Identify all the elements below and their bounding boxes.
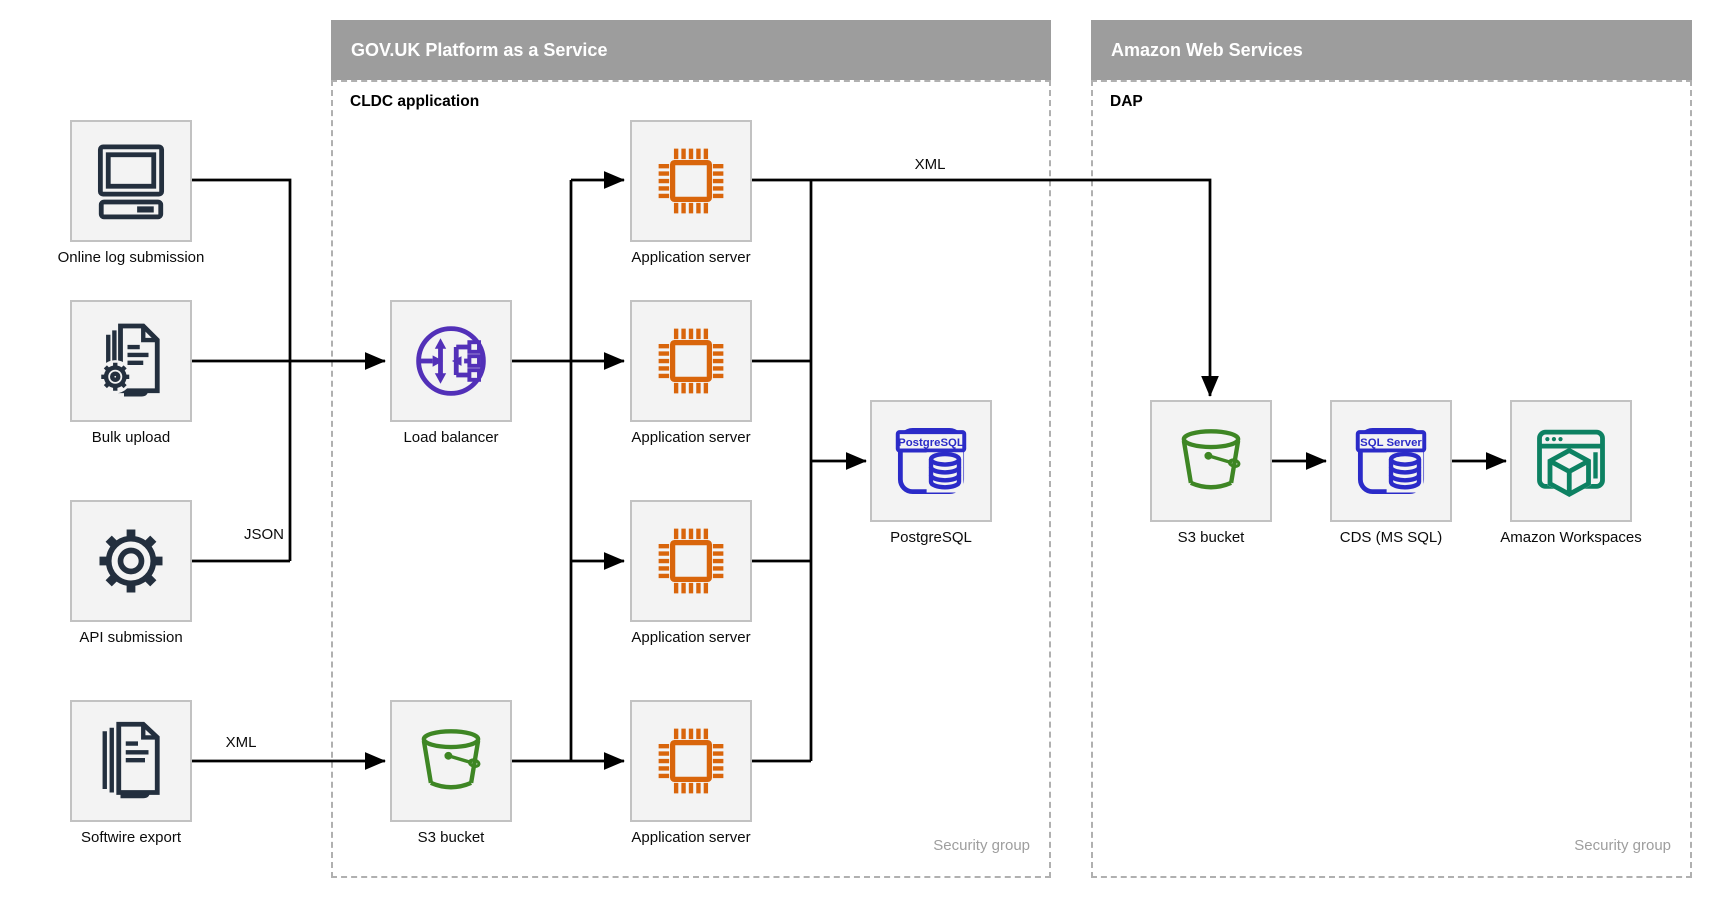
group-title: GOV.UK Platform as a Service (351, 40, 608, 60)
chip-icon (658, 328, 724, 394)
node-application-server-2: Application server (630, 300, 752, 446)
node-s3-bucket-aws: S3 bucket (1150, 400, 1272, 546)
node-box (630, 120, 752, 242)
edge-label-xml-bottom: XML (225, 734, 257, 751)
workspaces-icon (1537, 429, 1605, 497)
node-s3-bucket-paas: S3 bucket (390, 700, 512, 846)
database-icon: SQL Server (1355, 427, 1427, 495)
node-box (390, 700, 512, 822)
node-label: S3 bucket (417, 829, 485, 846)
node-softwire-export: Softwire export (70, 700, 192, 846)
node-load-balancer: Load balancer (390, 300, 512, 446)
node-postgresql: PostgreSQL PostgreSQL (870, 400, 992, 546)
node-label: Load balancer (403, 429, 499, 446)
node-label: Bulk upload (91, 429, 171, 446)
load-balancer-icon (416, 326, 486, 396)
gear-icon (99, 529, 163, 593)
node-box (630, 500, 752, 622)
document-gear-icon (98, 323, 160, 397)
computer-icon (97, 144, 165, 220)
edge-xml-to-aws-s3 (752, 178, 1219, 397)
edge-label-json: JSON (243, 526, 285, 543)
security-group-label: Security group (1574, 837, 1671, 854)
node-cds-ms-sql: SQL Server CDS (MS SQL) (1330, 400, 1452, 546)
group-header-govuk-paas: GOV.UK Platform as a Service (331, 20, 1051, 80)
node-label: CDS (MS SQL) (1339, 529, 1443, 546)
node-bulk-upload: Bulk upload (70, 300, 192, 446)
node-label: S3 bucket (1177, 529, 1245, 546)
group-box-govuk-paas: CLDC application Security group (331, 80, 1051, 878)
node-label: PostgreSQL (890, 529, 972, 546)
node-box: SQL Server (1330, 400, 1452, 522)
node-label: Softwire export (80, 829, 182, 846)
group-title: Amazon Web Services (1111, 40, 1303, 60)
node-label: API submission (79, 629, 183, 646)
database-icon-label: PostgreSQL (898, 437, 964, 449)
node-application-server-3: Application server (630, 500, 752, 646)
group-subtitle: DAP (1110, 93, 1143, 110)
group-header-aws: Amazon Web Services (1091, 20, 1692, 80)
node-label: Application server (631, 429, 751, 446)
node-box (1150, 400, 1272, 522)
database-icon-label: SQL Server (1360, 437, 1422, 449)
documents-stack-icon (102, 721, 160, 799)
node-box (630, 700, 752, 822)
s3-bucket-icon (421, 729, 481, 790)
group-subtitle: CLDC application (350, 93, 480, 110)
node-box (70, 700, 192, 822)
node-label: Application server (631, 629, 751, 646)
chip-icon (658, 528, 724, 594)
chip-icon (658, 728, 724, 794)
node-box (70, 120, 192, 242)
node-label: Application server (631, 829, 751, 846)
security-group-label: Security group (933, 837, 1030, 854)
node-application-server-1: Application server (630, 120, 752, 266)
node-box (390, 300, 512, 422)
node-online-log-submission: Online log submission (58, 120, 204, 266)
group-box-aws: DAP Security group (1091, 80, 1692, 878)
edge-label-xml-top: XML (914, 156, 946, 173)
node-application-server-4: Application server (630, 700, 752, 846)
edge-online-merge (192, 178, 292, 561)
database-icon: PostgreSQL (895, 427, 967, 495)
node-amazon-workspaces: Amazon Workspaces (1500, 400, 1642, 546)
node-box (70, 300, 192, 422)
node-label: Application server (631, 249, 751, 266)
s3-bucket-icon (1181, 429, 1241, 490)
node-api-submission: API submission (70, 500, 192, 646)
node-label: Online log submission (57, 249, 205, 266)
node-box (70, 500, 192, 622)
node-box (1510, 400, 1632, 522)
node-box: PostgreSQL (870, 400, 992, 522)
node-label: Amazon Workspaces (1500, 529, 1642, 546)
chip-icon (658, 148, 724, 214)
node-box (630, 300, 752, 422)
